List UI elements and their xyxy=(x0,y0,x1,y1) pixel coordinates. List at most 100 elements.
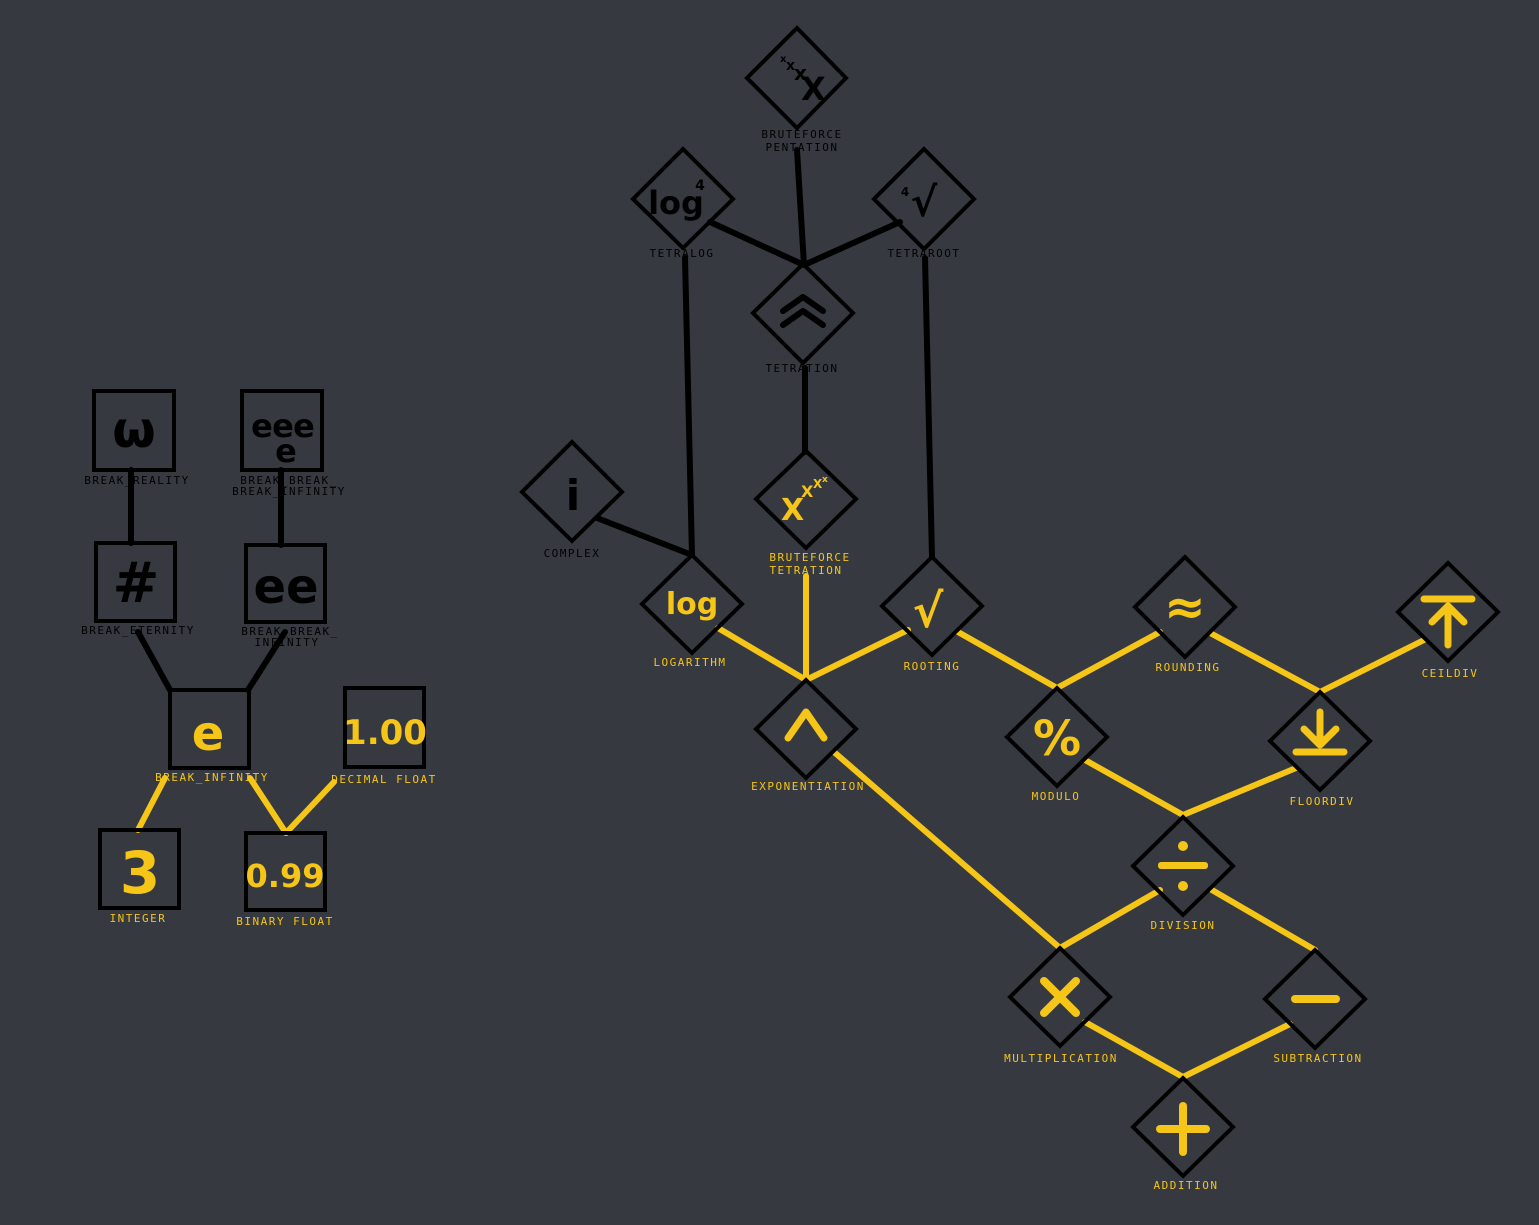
node-label: TETRAROOT xyxy=(887,247,960,260)
triple-e-icon: e e e e xyxy=(251,407,315,470)
tetraroot-superscript: 4 xyxy=(901,185,909,199)
edges-layer xyxy=(128,147,1427,1080)
node-label: CEILDIV xyxy=(1422,667,1479,680)
node-label: MODULO xyxy=(1032,790,1081,803)
node-rounding[interactable]: ≈ ROUNDING xyxy=(1132,554,1238,674)
node-break-break-infinity[interactable]: ee BREAK_BREAK_ INFINITY xyxy=(241,543,338,649)
svg-text:x: x xyxy=(794,61,807,85)
edge-rounding-to-modulo xyxy=(1054,629,1163,691)
svg-text:X: X xyxy=(813,477,823,491)
node-bruteforce-tetration[interactable]: X X X x BRUTEFORCE TETRATION xyxy=(753,448,859,577)
edge-modulo-to-division xyxy=(1082,757,1186,818)
node-label: BREAK_INFINITY xyxy=(155,771,269,784)
caret-icon xyxy=(784,708,828,742)
edge-break-infinity-to-binary-float xyxy=(247,775,289,836)
node-binary-float[interactable]: 0.99 BINARY FLOAT xyxy=(236,831,333,928)
node-break-reality[interactable]: ω BREAK_REALITY xyxy=(84,389,190,487)
zero-point-99-icon: 0.99 xyxy=(246,857,325,895)
double-e-icon: ee xyxy=(253,559,318,615)
edge-ceildiv-to-floordiv xyxy=(1317,637,1427,695)
divide-icon xyxy=(1158,841,1208,891)
floor-arrow-icon xyxy=(1292,708,1348,756)
svg-text:x: x xyxy=(786,58,795,74)
svg-text:x: x xyxy=(822,475,828,485)
node-label: FLOORDIV xyxy=(1290,795,1355,808)
edge-tetralog-to-tetration xyxy=(707,219,807,268)
svg-text:X: X xyxy=(801,70,826,108)
edge-decimal-float-to-binary-float xyxy=(283,779,337,836)
node-break-eternity[interactable]: # BREAK_ETERNITY xyxy=(81,541,195,637)
node-subtraction[interactable]: SUBTRACTION xyxy=(1262,947,1368,1065)
node-decimal-float[interactable]: 1.00 DECIMAL FLOAT xyxy=(331,686,437,786)
edge-tetralog-to-logarithm xyxy=(682,255,695,558)
edge-rooting-to-exponentiation xyxy=(803,627,911,683)
edge-rooting-to-modulo xyxy=(955,629,1060,691)
node-modulo[interactable]: % MODULO xyxy=(1004,685,1110,803)
node-break-infinity[interactable]: e BREAK_INFINITY xyxy=(155,688,269,784)
node-complex[interactable]: i COMPLEX xyxy=(519,439,625,560)
edge-floordiv-to-division xyxy=(1180,765,1299,818)
node-tetraroot[interactable]: √ 4 TETRAROOT xyxy=(871,146,977,260)
node-tetralog[interactable]: log 4 TETRALOG xyxy=(630,146,736,260)
edge-rounding-to-floordiv xyxy=(1209,631,1323,695)
double-up-arrow-icon xyxy=(780,294,826,328)
node-label: BINARY FLOAT xyxy=(236,915,333,928)
node-tetration[interactable]: TETRATION xyxy=(750,261,856,375)
svg-text:e: e xyxy=(251,407,273,445)
node-ceildiv[interactable]: CEILDIV xyxy=(1395,560,1501,680)
node-label: EXPONENTIATION xyxy=(751,780,865,793)
approx-icon: ≈ xyxy=(1164,578,1206,636)
node-label: BREAK_REALITY xyxy=(84,474,190,487)
svg-text:X: X xyxy=(781,493,804,528)
node-label-line-2: PENTATION xyxy=(765,141,838,154)
node-label-line-2: BREAK_INFINITY xyxy=(232,485,346,498)
node-label: BREAK_ETERNITY xyxy=(81,624,195,637)
edge-complex-to-logarithm xyxy=(594,515,695,558)
node-label: TETRATION xyxy=(765,362,838,375)
edge-break-infinity-to-integer xyxy=(135,775,168,833)
tetralog-icon: log xyxy=(648,184,704,222)
node-break-break-break-infinity[interactable]: e e e e BREAK_BREAK_ BREAK_INFINITY xyxy=(232,389,346,498)
edge-multiplication-to-addition xyxy=(1082,1019,1186,1080)
percent-icon: % xyxy=(1033,711,1081,767)
omega-icon: ω xyxy=(112,401,155,459)
node-integer[interactable]: 3 INTEGER xyxy=(98,828,181,925)
edge-tetraroot-to-tetration xyxy=(801,219,903,268)
node-label: SUBTRACTION xyxy=(1273,1052,1362,1065)
node-floordiv[interactable]: FLOORDIV xyxy=(1267,689,1373,808)
log-icon: log xyxy=(666,587,718,622)
node-label: TETRALOG xyxy=(650,247,715,260)
edge-tetraroot-to-rooting xyxy=(922,255,935,560)
edge-subtraction-to-addition xyxy=(1180,1021,1293,1080)
node-label: COMPLEX xyxy=(544,547,601,560)
node-label-line-2: INFINITY xyxy=(255,636,320,649)
decimal-one-icon: 1.00 xyxy=(343,713,427,753)
ceil-arrow-icon xyxy=(1420,595,1476,649)
times-icon xyxy=(1040,977,1080,1017)
node-label: ROOTING xyxy=(904,660,961,673)
svg-text:e: e xyxy=(275,432,297,470)
node-label: DIVISION xyxy=(1151,919,1216,932)
imaginary-i-icon: i xyxy=(566,471,580,520)
tetralog-superscript: 4 xyxy=(695,178,705,194)
svg-text:e: e xyxy=(293,407,315,445)
node-addition[interactable]: ADDITION xyxy=(1130,1075,1236,1192)
node-label: ROUNDING xyxy=(1156,661,1221,674)
edge-break-break-infinity-to-break-infinity xyxy=(245,629,288,693)
node-logarithm[interactable]: log LOGARITHM xyxy=(639,552,745,669)
node-label: LOGARITHM xyxy=(653,656,726,669)
svg-text:e: e xyxy=(272,407,294,445)
node-multiplication[interactable]: MULTIPLICATION xyxy=(1004,945,1118,1065)
edge-exponentiation-to-multiplication xyxy=(831,749,1063,951)
node-label-line-1: BREAK_BREAK_ xyxy=(240,474,337,487)
tetraroot-icon: √ xyxy=(911,180,938,226)
edge-division-to-multiplication xyxy=(1057,887,1163,951)
node-division[interactable]: DIVISION xyxy=(1130,814,1236,932)
svg-text:x: x xyxy=(780,54,787,65)
node-label-line-2: TETRATION xyxy=(769,564,842,577)
node-label-line-1: BRUTEFORCE xyxy=(761,128,842,141)
node-bruteforce-pentation[interactable]: x x x X BRUTEFORCE PENTATION xyxy=(744,25,849,154)
node-exponentiation[interactable]: EXPONENTIATION xyxy=(751,677,865,793)
node-rooting[interactable]: √ ROOTING xyxy=(879,554,985,673)
